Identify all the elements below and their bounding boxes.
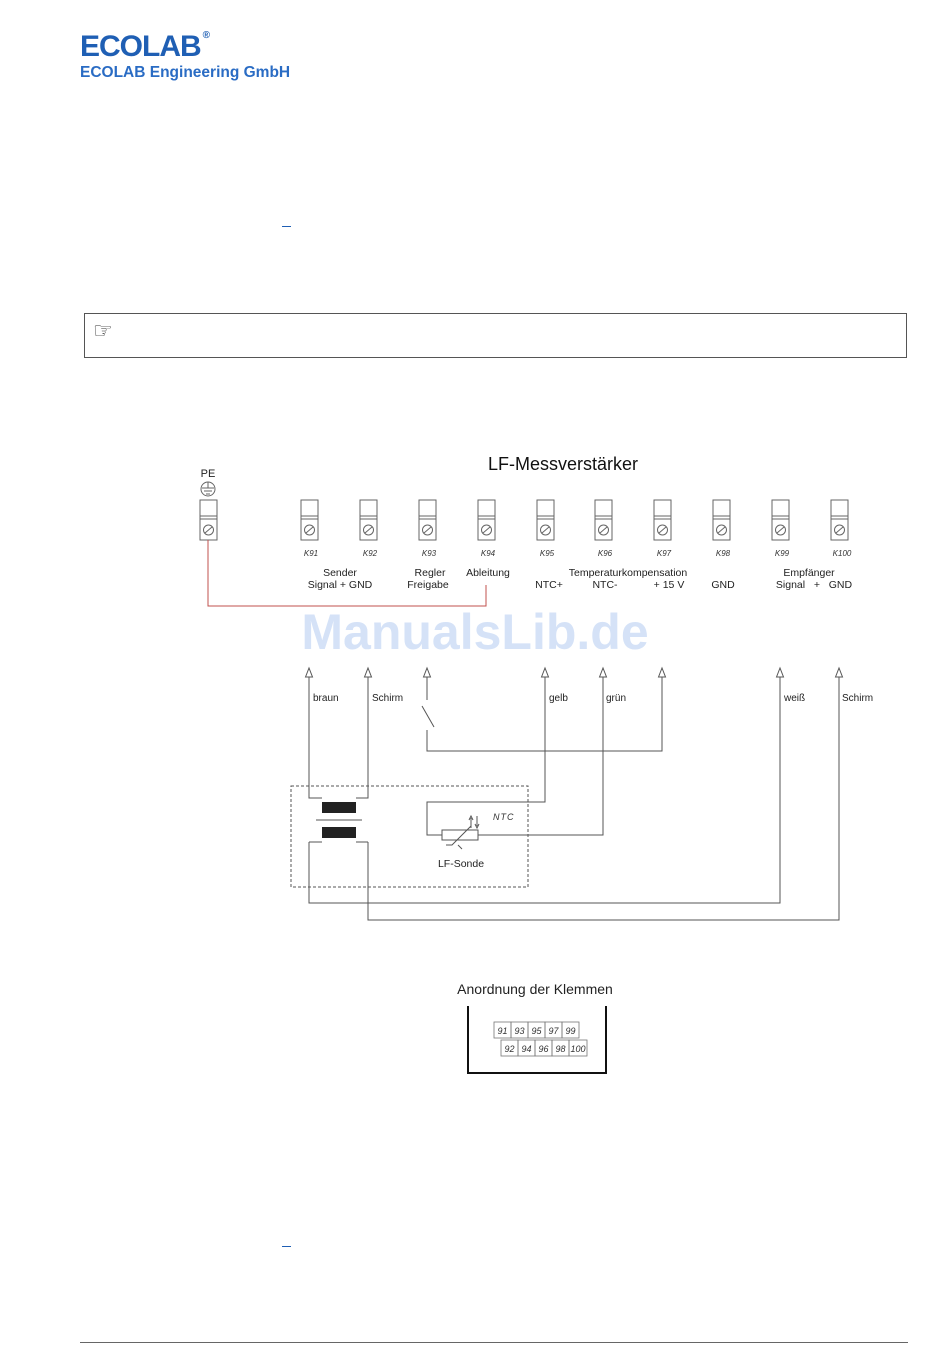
sender-sub-label: Signal + GND	[308, 579, 373, 591]
arrow-k92	[364, 667, 372, 678]
arrangement-cell: 95	[531, 1026, 542, 1036]
ntc-minus-label: NTC-	[592, 579, 618, 591]
terminal-label: K99	[775, 549, 790, 558]
terminal-k93	[418, 499, 437, 541]
arrangement-title: Anordnung der Klemmen	[457, 981, 613, 997]
terminal-k100	[830, 499, 849, 541]
terminal-label: K95	[540, 549, 555, 558]
gnd-label: GND	[711, 579, 735, 591]
diagram-title: LF-Messverstärker	[488, 454, 638, 474]
arrangement-cell: 97	[548, 1026, 559, 1036]
temperatur-label: Temperaturkompensation	[569, 567, 688, 579]
wire-label-gelb: gelb	[549, 693, 568, 704]
empfaenger-label: Empfänger	[783, 567, 835, 579]
arrangement-cell: 93	[514, 1026, 524, 1036]
terminal-label: K98	[716, 549, 731, 558]
schirm-return-wire	[367, 677, 840, 921]
sender-label: Sender	[323, 567, 357, 579]
ground-icon	[200, 481, 216, 497]
ntc-thermistor-icon	[441, 814, 480, 850]
terminal-label: K91	[304, 549, 318, 558]
arrow-k100	[835, 667, 843, 678]
terminal-label: K97	[657, 549, 672, 558]
arrow-k93	[423, 667, 431, 678]
regler-switch	[421, 705, 435, 728]
arrow-k96	[599, 667, 607, 678]
wire-label-schirm: Schirm	[842, 693, 873, 704]
terminal-k91	[300, 499, 319, 541]
list-dash	[282, 226, 291, 227]
probe-enclosure	[290, 785, 529, 888]
terminal-label: K100	[833, 549, 852, 558]
pe-label: PE	[201, 468, 216, 480]
ableitung-label: Ableitung	[466, 567, 510, 579]
arrangement-cell: 94	[521, 1044, 531, 1054]
schirm-wire	[356, 677, 369, 799]
arrangement-cell: 99	[565, 1026, 575, 1036]
note-box: ☞	[84, 313, 907, 358]
arrangement-cell: 91	[497, 1026, 507, 1036]
terminal-k92	[359, 499, 378, 541]
ntc-label: NTC	[493, 812, 515, 822]
terminal-label: K96	[598, 549, 613, 558]
terminal-k94	[477, 499, 496, 541]
terminal-label: K93	[422, 549, 437, 558]
terminal-k95	[536, 499, 555, 541]
arrangement-housing	[467, 1006, 607, 1074]
arrow-k99	[776, 667, 784, 678]
ntc-plus-label: NTC+	[535, 579, 563, 591]
transformer-icon	[316, 802, 362, 838]
arrow-k97	[658, 667, 666, 678]
gelb-wire	[426, 677, 546, 836]
footer-divider	[80, 1342, 908, 1343]
v15-label: + 15 V	[654, 579, 685, 591]
sonde-label: LF-Sonde	[438, 858, 484, 870]
weiss-wire	[308, 677, 781, 904]
gruen-wire	[478, 677, 604, 836]
terminal-pe	[199, 499, 218, 541]
arrow-k95	[541, 667, 549, 678]
wire-label-braun: braun	[313, 693, 339, 704]
braun-wire	[308, 677, 322, 799]
terminal-k98	[712, 499, 731, 541]
empfaenger-sub-label: Signal + GND	[776, 579, 853, 591]
arrow-k91	[305, 667, 313, 678]
terminal-k96	[594, 499, 613, 541]
company-name: ECOLAB Engineering GmbH	[80, 64, 291, 81]
arrangement-cell: 100	[570, 1044, 585, 1054]
ecolab-logo: ECOLAB®	[80, 30, 210, 63]
arrangement-cell: 96	[538, 1044, 548, 1054]
regler-label: Regler	[415, 567, 446, 579]
arrangement-cell: 98	[555, 1044, 565, 1054]
list-dash	[282, 1246, 291, 1247]
wire-label-gruen: grün	[606, 693, 626, 704]
wire-label-weiss: weiß	[783, 693, 805, 704]
pointing-hand-icon: ☞	[93, 318, 113, 343]
arrangement-cell: 92	[504, 1044, 514, 1054]
regler-sub-label: Freigabe	[407, 579, 449, 591]
terminal-label: K94	[481, 549, 496, 558]
pe-ableitung-wire	[207, 540, 487, 607]
wire-label-schirm: Schirm	[372, 693, 403, 704]
terminal-k97	[653, 499, 672, 541]
terminal-label: K92	[363, 549, 378, 558]
terminal-k99	[771, 499, 790, 541]
